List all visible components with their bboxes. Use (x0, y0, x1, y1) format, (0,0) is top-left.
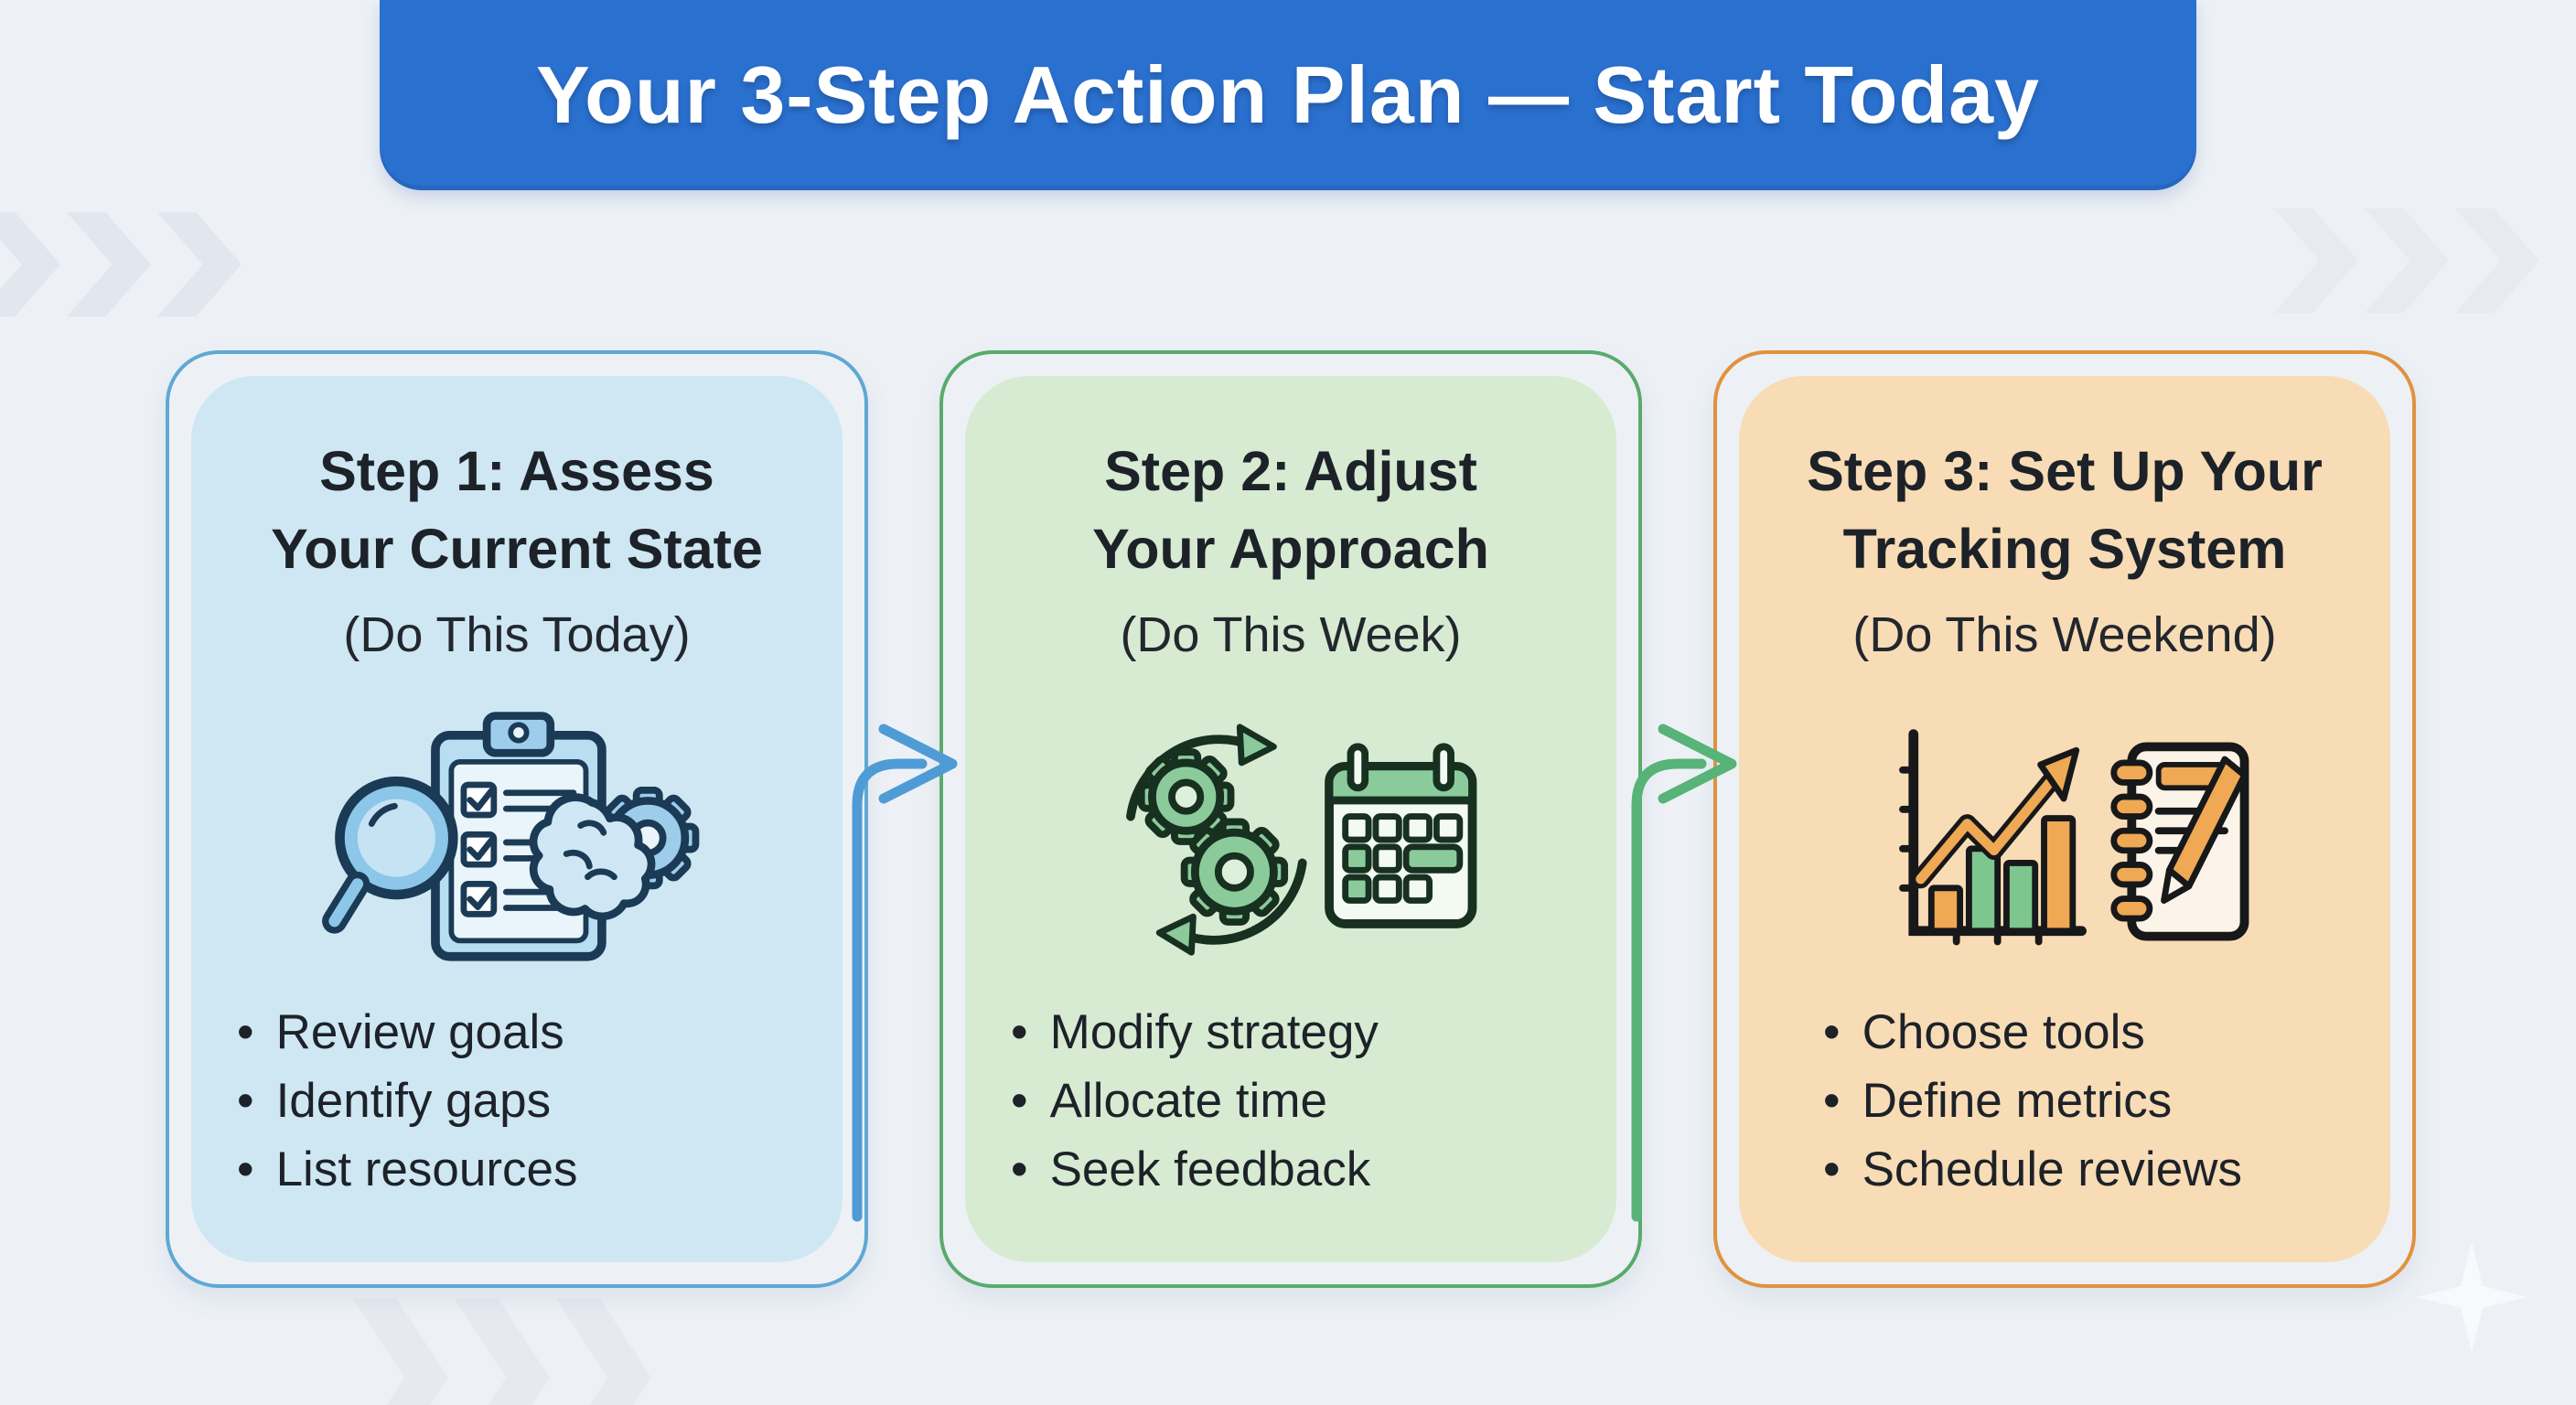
chevron-decoration-top-right (2274, 209, 2539, 313)
step-3-title: Step 3: Set Up Your Tracking System (1807, 440, 2323, 580)
chevron-icon (2365, 209, 2449, 313)
sync-gears-calendar-icon (1126, 723, 1477, 956)
step-2-timeframe: (Do This Week) (1120, 606, 1462, 662)
step-3-bullets: •Choose tools •Define metrics •Schedule … (1743, 998, 2242, 1205)
chevron-icon (455, 1299, 550, 1405)
page-title: Your 3-Step Action Plan — Start Today (536, 49, 2040, 140)
step-2-card: Step 2: Adjust Your Approach (Do This We… (939, 350, 1642, 1288)
step-1-bullets: •Review goals •Identify gaps •List resou… (195, 998, 577, 1205)
title-banner: Your 3-Step Action Plan — Start Today (380, 0, 2196, 190)
list-item: •Allocate time (1011, 1073, 1327, 1128)
arrow-step1-to-step2-icon (852, 724, 958, 1222)
list-item: •Choose tools (1823, 1004, 2145, 1059)
chevron-icon (556, 1299, 651, 1405)
step-2-title: Step 2: Adjust Your Approach (1092, 440, 1489, 580)
chevron-icon (2274, 209, 2358, 313)
step-3-icon-wrap (1863, 707, 2266, 974)
step-1-timeframe: (Do This Today) (343, 606, 691, 662)
chevron-icon (353, 1299, 448, 1405)
step-2-bullets: •Modify strategy •Allocate time •Seek fe… (969, 998, 1379, 1205)
step-1-icon-wrap (320, 707, 714, 974)
chevron-decoration-bottom-left (353, 1299, 651, 1405)
list-item: •Schedule reviews (1823, 1142, 2242, 1197)
step-3-content: Step 3: Set Up Your Tracking System (Do … (1743, 380, 2387, 1259)
list-item: •Review goals (237, 1004, 564, 1059)
step-2-card-fill (965, 376, 1616, 1262)
list-item: •Identify gaps (237, 1073, 552, 1128)
step-3-card: Step 3: Set Up Your Tracking System (Do … (1713, 350, 2416, 1288)
step-1-card: Step 1: Assess Your Current State (Do Th… (166, 350, 868, 1288)
step-2-content: Step 2: Adjust Your Approach (Do This We… (969, 380, 1613, 1259)
list-item: •Modify strategy (1011, 1004, 1379, 1059)
list-item: •Seek feedback (1011, 1142, 1371, 1197)
chevron-icon (157, 212, 242, 316)
step-3-timeframe: (Do This Weekend) (1852, 606, 2277, 662)
chevron-icon (0, 212, 60, 316)
list-item: •List resources (237, 1142, 578, 1197)
step-1-title: Step 1: Assess Your Current State (271, 440, 763, 580)
step-1-content: Step 1: Assess Your Current State (Do Th… (195, 380, 839, 1259)
chevron-decoration-top-left (0, 212, 242, 316)
list-item: •Define metrics (1823, 1073, 2173, 1128)
step-2-icon-wrap (1089, 707, 1492, 974)
chevron-icon (2455, 209, 2539, 313)
magnifier-checklist-brain-gear-icon (322, 711, 700, 961)
sparkle-icon (2417, 1242, 2527, 1352)
chevron-icon (67, 212, 151, 316)
growth-chart-notebook-pen-icon (1899, 728, 2249, 945)
